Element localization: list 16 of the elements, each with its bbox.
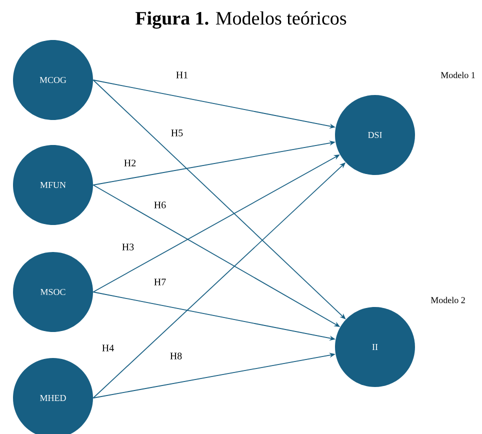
edge-label: H8 xyxy=(170,352,182,360)
circle-node: MCOG xyxy=(13,40,93,120)
title: Figura 1. Modelos teóricos xyxy=(136,11,346,29)
circle-node: MFUN xyxy=(13,145,93,225)
model-label: Modelo 2 xyxy=(430,296,465,304)
circle-node: DSI xyxy=(335,95,415,175)
model-label: Modelo 1 xyxy=(440,72,475,78)
edge-label: H2 xyxy=(124,160,136,166)
edge-label: H6 xyxy=(154,202,166,208)
edge-label: H3 xyxy=(122,244,134,250)
edge-label: H7 xyxy=(154,278,166,286)
edge-label: H5 xyxy=(171,130,183,136)
edge-label: H4 xyxy=(102,344,114,352)
circle-node: MSOC xyxy=(13,252,93,332)
edge-label: H1 xyxy=(176,72,188,78)
circle-node: II xyxy=(335,307,415,387)
